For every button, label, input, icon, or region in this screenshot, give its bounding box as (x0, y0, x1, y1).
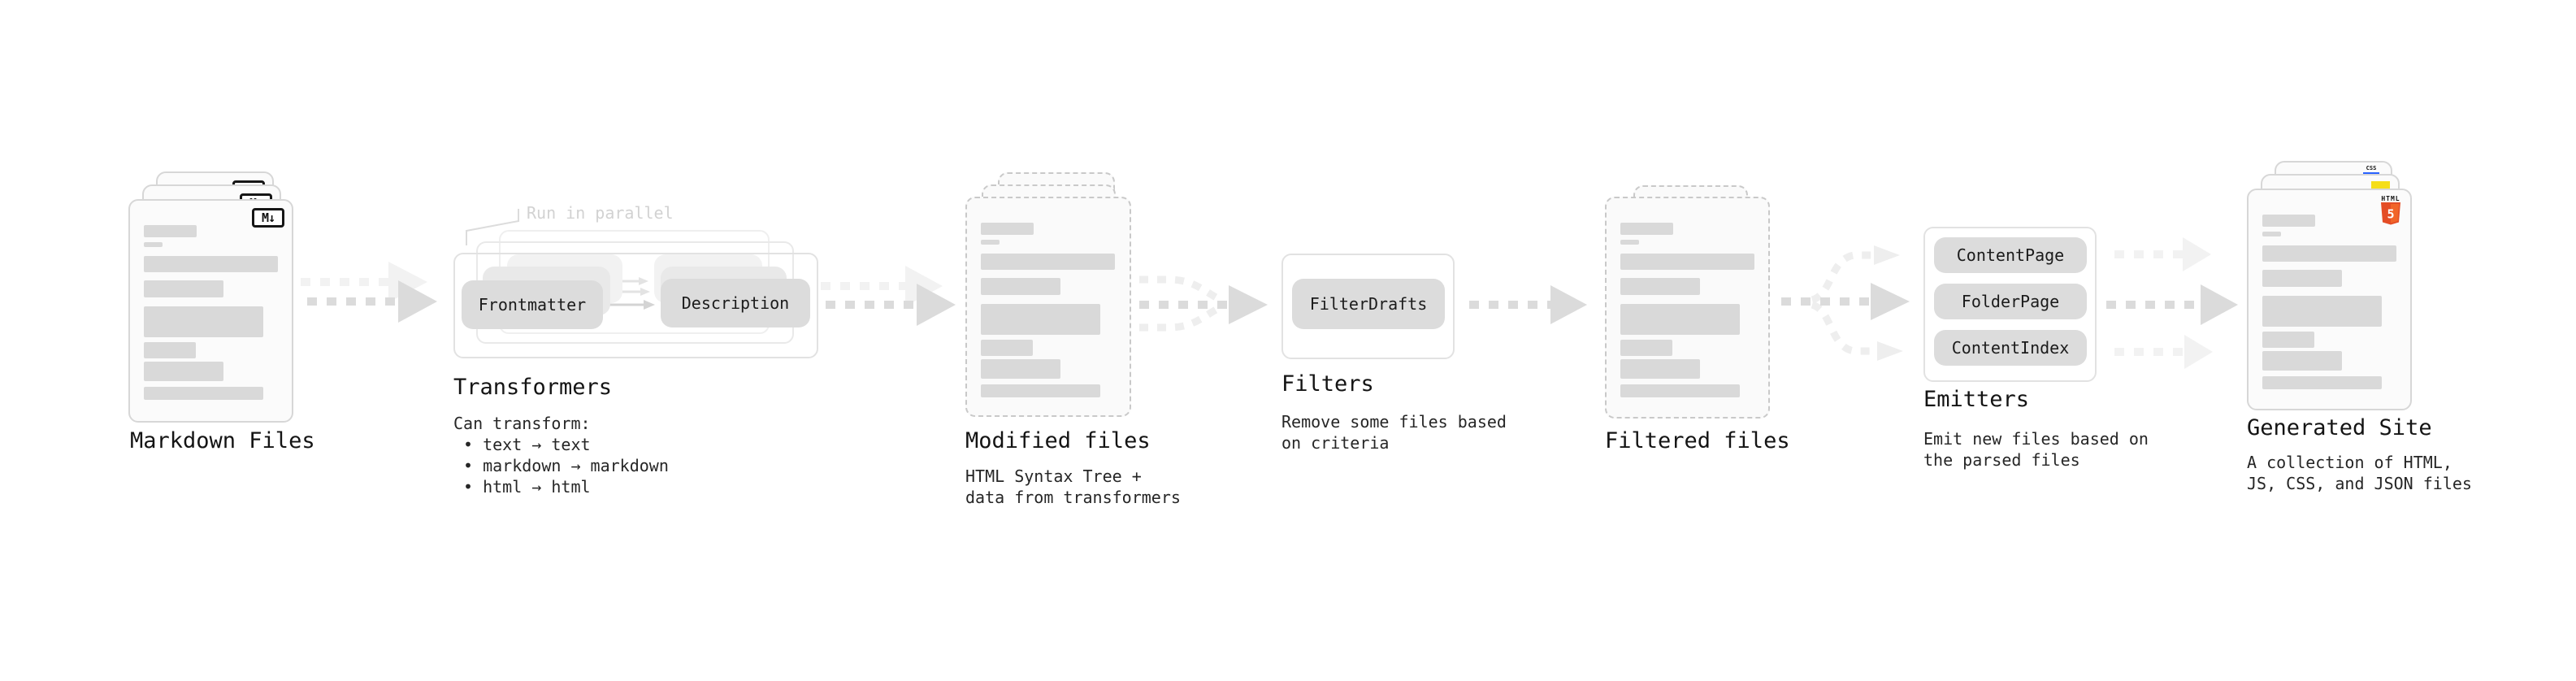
filterdrafts-pill: FilterDrafts (1292, 279, 1445, 329)
transform-bullet: • text → text (463, 435, 591, 454)
filters-desc-line: Remove some files based (1281, 412, 1507, 432)
text-line-placeholder (1620, 304, 1740, 335)
text-line-placeholder (981, 223, 1034, 235)
text-line-placeholder (2262, 215, 2315, 227)
html5-shield: 5 (2381, 202, 2400, 225)
run-in-parallel-note: Run in parallel (527, 203, 674, 223)
transform-bullet: • html → html (463, 477, 591, 497)
text-line-placeholder (144, 280, 223, 297)
text-line-placeholder (981, 304, 1100, 335)
text-line-placeholder (144, 242, 163, 247)
text-line-placeholder (2262, 296, 2382, 327)
css-file-icon: CSS (2363, 166, 2379, 175)
generated-site-description: A collection of HTML, JS, CSS, and JSON … (2247, 452, 2472, 494)
modified-files-description: HTML Syntax Tree + data from transformer… (965, 466, 1181, 508)
run-in-parallel-leader (466, 209, 519, 245)
text-line-placeholder (981, 340, 1033, 356)
frontmatter-pill: Frontmatter (462, 280, 603, 329)
text-line-placeholder (981, 359, 1060, 379)
transform-bullet: • markdown → markdown (463, 456, 669, 475)
markdown-files-label: Markdown Files (130, 428, 315, 453)
text-line-placeholder (1620, 223, 1673, 235)
text-line-placeholder (144, 362, 223, 381)
text-line-placeholder (981, 384, 1100, 397)
text-line-placeholder (1620, 384, 1740, 397)
text-line-placeholder (2262, 245, 2396, 262)
arrow-filtered-to-emitters (1781, 245, 1910, 361)
transformers-description: Can transform: • text → text • markdown … (453, 413, 669, 497)
markdown-file-card-front: M↓ (128, 199, 293, 423)
generated-desc-line: A collection of HTML, (2247, 453, 2452, 472)
text-line-placeholder (1620, 278, 1700, 295)
folderpage-pill: FolderPage (1934, 284, 2087, 319)
js-file-icon (2371, 181, 2390, 190)
generated-site-label: Generated Site (2247, 415, 2432, 440)
text-line-placeholder (1620, 359, 1700, 379)
modified-desc-line: data from transformers (965, 488, 1181, 507)
filtered-file-card-front (1605, 197, 1770, 419)
parallel-transform-arrows (606, 277, 655, 310)
text-line-placeholder (144, 387, 263, 400)
css-badge-text: CSS (2366, 165, 2377, 171)
text-line-placeholder (2262, 232, 2281, 236)
filters-container (1281, 254, 1455, 359)
description-pill: Description (661, 279, 810, 327)
transformer-container-front (453, 253, 818, 358)
modified-desc-line: HTML Syntax Tree + (965, 466, 1142, 486)
text-line-placeholder (2262, 376, 2382, 389)
emitters-label: Emitters (1923, 387, 2030, 412)
emitters-description: Emit new files based on the parsed files (1923, 428, 2149, 471)
html5-logo-icon: HTML 5 (2380, 195, 2401, 228)
transformers-label: Transformers (453, 375, 613, 400)
generated-desc-line: JS, CSS, and JSON files (2247, 474, 2472, 493)
text-line-placeholder (144, 225, 197, 237)
svg-text:5: 5 (2387, 207, 2394, 222)
text-line-placeholder (2262, 332, 2314, 348)
modified-files-label: Modified files (965, 428, 1151, 453)
text-line-placeholder (981, 278, 1060, 295)
filters-desc-line: on criteria (1281, 433, 1390, 453)
text-line-placeholder (1620, 240, 1639, 245)
text-line-placeholder (2262, 270, 2342, 287)
arrow-filters-to-filtered (1469, 285, 1587, 324)
text-line-placeholder (1620, 254, 1754, 270)
emitters-container (1923, 227, 2097, 382)
contentpage-pill: ContentPage (1934, 237, 2087, 273)
emitters-desc-line: Emit new files based on (1923, 429, 2149, 449)
modified-file-card-front (965, 197, 1131, 417)
text-line-placeholder (144, 256, 278, 272)
text-line-placeholder (144, 306, 263, 337)
emitters-desc-line: the parsed files (1923, 450, 2080, 470)
generated-file-card-front: HTML 5 (2247, 189, 2412, 410)
text-line-placeholder (144, 342, 196, 358)
text-line-placeholder (981, 254, 1115, 270)
html5-word: HTML (2381, 195, 2400, 202)
arrow-transformers-to-modified (821, 266, 956, 326)
text-line-placeholder (1620, 340, 1672, 356)
can-transform-title: Can transform: (453, 414, 591, 433)
text-line-placeholder (981, 240, 1000, 245)
markdown-badge: M↓ (252, 208, 284, 228)
contentindex-pill: ContentIndex (1934, 330, 2087, 366)
filters-description: Remove some files based on criteria (1281, 411, 1507, 453)
arrow-emitters-to-generated (2106, 237, 2238, 369)
text-line-placeholder (2262, 351, 2342, 371)
arrow-markdown-to-transformers (301, 262, 437, 323)
filters-label: Filters (1281, 371, 1374, 397)
arrow-modified-to-filters (1139, 275, 1268, 332)
filtered-files-label: Filtered files (1605, 428, 1790, 453)
css-underline (2363, 172, 2379, 175)
